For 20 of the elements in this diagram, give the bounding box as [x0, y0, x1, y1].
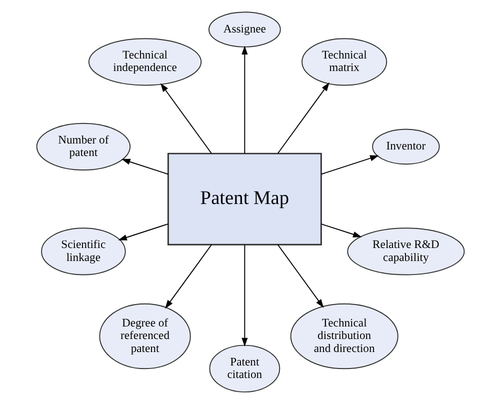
- node-ellipse: Technical matrix: [301, 38, 387, 86]
- arrow: [276, 82, 329, 154]
- node-ellipse: Inventor: [372, 128, 440, 165]
- arrow: [276, 244, 324, 308]
- node-box: Patent Map: [166, 152, 322, 246]
- node-ellipse: Degree of referenced patent: [98, 303, 190, 370]
- arrow: [120, 158, 168, 175]
- arrow: [160, 83, 212, 154]
- arrow: [241, 46, 248, 154]
- node-ellipse: Patent citation: [208, 344, 280, 392]
- arrow: [320, 155, 378, 175]
- node-ellipse: Assignee: [208, 12, 280, 48]
- node-ellipse: Technical independence: [88, 38, 202, 86]
- node-ellipse: Relative R&D capability: [346, 228, 464, 276]
- arrow: [241, 244, 248, 347]
- node-ellipse: Technical distribution and direction: [290, 303, 398, 370]
- arrow: [164, 244, 212, 309]
- arrow: [118, 224, 168, 240]
- node-ellipse: Scientific linkage: [40, 228, 126, 276]
- arrow: [320, 224, 362, 238]
